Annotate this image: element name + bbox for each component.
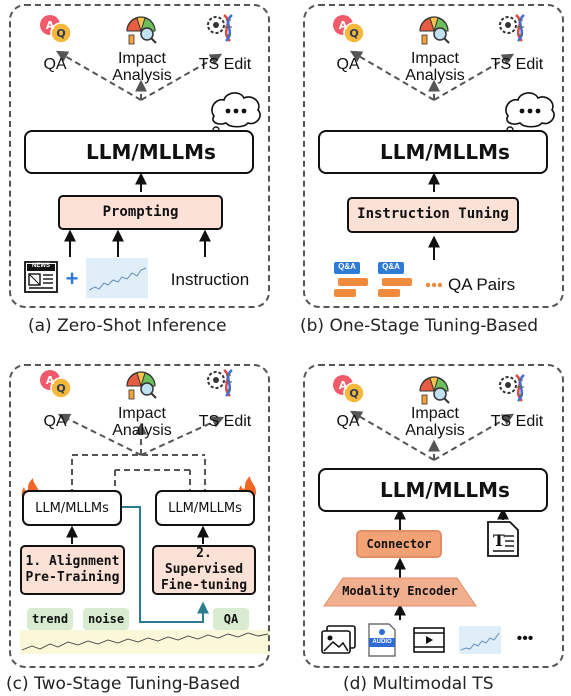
output-qa: QA: [336, 56, 360, 73]
caption-d: (d) Multimodal TS: [343, 674, 494, 694]
audio-icon: [368, 623, 396, 657]
svg-text:T: T: [493, 531, 505, 550]
caption-c: (c) Two-Stage Tuning-Based: [6, 674, 241, 694]
llm-label: LLM/MLLMs: [380, 478, 510, 502]
llm-box: LLM/MLLMs: [318, 468, 548, 512]
qa-tag: Q&A: [382, 262, 400, 271]
impact-line1: Impact: [410, 405, 459, 422]
step2-line1: 2. Supervised: [164, 545, 244, 577]
output-impact: Impact Analysis: [100, 50, 184, 84]
qa-pair-icon: [378, 262, 412, 297]
step2-line2: Fine-tuning: [160, 578, 248, 594]
instruction-label: Instruction: [170, 270, 250, 289]
modality-encoder-label: Modality Encoder: [342, 584, 458, 598]
qa-pairs-label: QA Pairs: [448, 275, 516, 294]
impact-line2: Analysis: [405, 67, 465, 84]
output-ts-edit: TS Edit: [490, 56, 544, 73]
text-doc-icon: T: [487, 521, 519, 557]
qa-tag: QA: [213, 608, 249, 630]
llm-label: LLM/MLLMs: [380, 140, 510, 164]
qa-tag: Q&A: [338, 262, 356, 271]
output-impact: Impact Analysis: [100, 405, 184, 439]
impact-line2: Analysis: [112, 422, 172, 439]
news-tag: NEWS: [32, 263, 50, 269]
noise-tag: noise: [83, 608, 129, 630]
llm-label: LLM/MLLMs: [86, 140, 216, 164]
prompting-box: Prompting: [58, 195, 223, 230]
alignment-pretraining-box: 1. Alignment Pre-Training: [20, 545, 125, 595]
output-impact: Impact Analysis: [393, 405, 477, 439]
ellipsis-dots: [425, 282, 443, 288]
impact-line1: Impact: [117, 50, 166, 67]
output-qa: QA: [336, 413, 360, 430]
ellipsis: •••: [516, 630, 534, 647]
panel-one-stage: [303, 4, 564, 308]
caption-a: (a) Zero-Shot Inference: [28, 316, 227, 336]
time-series-icon: [86, 258, 148, 298]
impact-line1: Impact: [410, 50, 459, 67]
output-qa: QA: [43, 56, 67, 73]
connector-box: Connector: [356, 530, 442, 558]
video-icon: [413, 627, 445, 653]
impact-line2: Analysis: [405, 422, 465, 439]
image-icon: [321, 625, 356, 654]
impact-line1: Impact: [117, 405, 166, 422]
instruction-tuning-box: Instruction Tuning: [347, 197, 519, 233]
panel-zero-shot: [9, 4, 270, 308]
news-icon: [24, 261, 58, 293]
audio-tag: AUDIO: [372, 639, 392, 645]
llm-box: LLM/MLLMs: [318, 130, 548, 174]
trend-tag: trend: [27, 608, 73, 630]
panel-c-graphics: [20, 368, 270, 654]
llm-box-left: LLM/MLLMs: [22, 490, 122, 526]
modality-encoder-shape: [323, 577, 477, 607]
llm-box: LLM/MLLMs: [24, 130, 254, 174]
output-ts-edit: TS Edit: [198, 413, 252, 430]
llm-box-right: LLM/MLLMs: [155, 490, 255, 526]
plus-sign: +: [65, 266, 79, 291]
qa-pair-icon: [334, 262, 368, 297]
step1-line1: 1. Alignment: [25, 553, 120, 569]
supervised-finetuning-box: 2. Supervised Fine-tuning: [152, 545, 256, 595]
panel-multimodal: [303, 364, 564, 668]
impact-line2: Analysis: [112, 67, 172, 84]
output-ts-edit: TS Edit: [198, 56, 252, 73]
caption-b: (b) One-Stage Tuning-Based: [300, 316, 539, 336]
panel-b-graphics: [331, 13, 555, 297]
time-series-icon: [459, 626, 501, 654]
panel-d-graphics: T: [321, 373, 526, 657]
output-ts-edit: TS Edit: [490, 413, 544, 430]
step1-line2: Pre-Training: [25, 570, 120, 585]
output-impact: Impact Analysis: [393, 50, 477, 84]
time-series-icon: [20, 630, 270, 654]
output-qa: QA: [43, 413, 67, 430]
panel-two-stage: [9, 364, 270, 668]
